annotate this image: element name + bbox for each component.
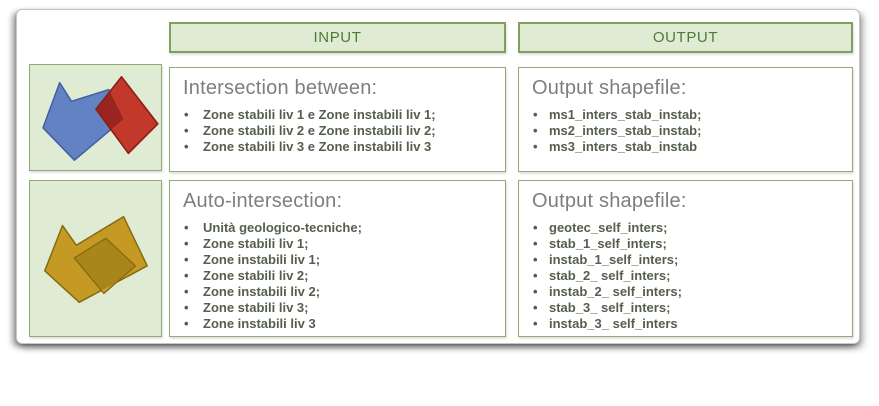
list-item: Zone instabili liv 3 (183, 316, 495, 332)
blue-red-intersection-icon (42, 76, 159, 161)
output-header-label: OUTPUT (652, 29, 719, 46)
list-item: geotec_self_inters; (532, 220, 842, 236)
list-item: ms2_inters_stab_instab; (532, 123, 842, 139)
row1-output-title: Output shapefile: (532, 77, 687, 99)
output-column-header: OUTPUT (518, 22, 853, 53)
list-item: instab_2_ self_inters; (532, 284, 842, 300)
list-item: Zone stabili liv 1 e Zone instabili liv … (183, 107, 495, 123)
row2-input-title: Auto-intersection: (183, 190, 343, 212)
input-header-label: INPUT (313, 29, 362, 46)
list-item: Zone stabili liv 2; (183, 268, 495, 284)
row1-output-list: ms1_inters_stab_instab;ms2_inters_stab_i… (532, 107, 842, 155)
list-item: ms3_inters_stab_instab (532, 139, 842, 155)
row2-output-cell: Output shapefile: geotec_self_inters;sta… (518, 180, 853, 337)
list-item: Unità geologico-tecniche; (183, 220, 495, 236)
list-item: stab_1_self_inters; (532, 236, 842, 252)
list-item: instab_3_ self_inters (532, 316, 842, 332)
row1-output-cell: Output shapefile: ms1_inters_stab_instab… (518, 67, 853, 172)
list-item: Zone stabili liv 2 e Zone instabili liv … (183, 123, 495, 139)
list-item: stab_3_ self_inters; (532, 300, 842, 316)
list-item: Zone instabili liv 2; (183, 284, 495, 300)
row1-input-list: Zone stabili liv 1 e Zone instabili liv … (183, 107, 495, 155)
row1-input-title: Intersection between: (183, 77, 378, 99)
row2-input-list: Unità geologico-tecniche;Zone stabili li… (183, 220, 495, 332)
gold-auto-intersection-icon (44, 215, 148, 304)
row2-output-list: geotec_self_inters;stab_1_self_inters;in… (532, 220, 842, 332)
workflow-table: INPUT OUTPUT Intersection between: Zone … (16, 9, 860, 344)
list-item: instab_1_self_inters; (532, 252, 842, 268)
row1-icon-cell (29, 64, 162, 171)
list-item: Zone stabili liv 1; (183, 236, 495, 252)
overlap-region (74, 238, 136, 294)
overlap-region (95, 82, 124, 154)
list-item: Zone instabili liv 1; (183, 252, 495, 268)
row2-input-cell: Auto-intersection: Unità geologico-tecni… (169, 180, 506, 337)
row2-icon-cell (29, 180, 162, 337)
list-item: Zone stabili liv 3 e Zone instabili liv … (183, 139, 495, 155)
input-column-header: INPUT (169, 22, 506, 53)
list-item: ms1_inters_stab_instab; (532, 107, 842, 123)
list-item: stab_2_ self_inters; (532, 268, 842, 284)
list-item: Zone stabili liv 3; (183, 300, 495, 316)
row2-output-title: Output shapefile: (532, 190, 687, 212)
row1-input-cell: Intersection between: Zone stabili liv 1… (169, 67, 506, 172)
